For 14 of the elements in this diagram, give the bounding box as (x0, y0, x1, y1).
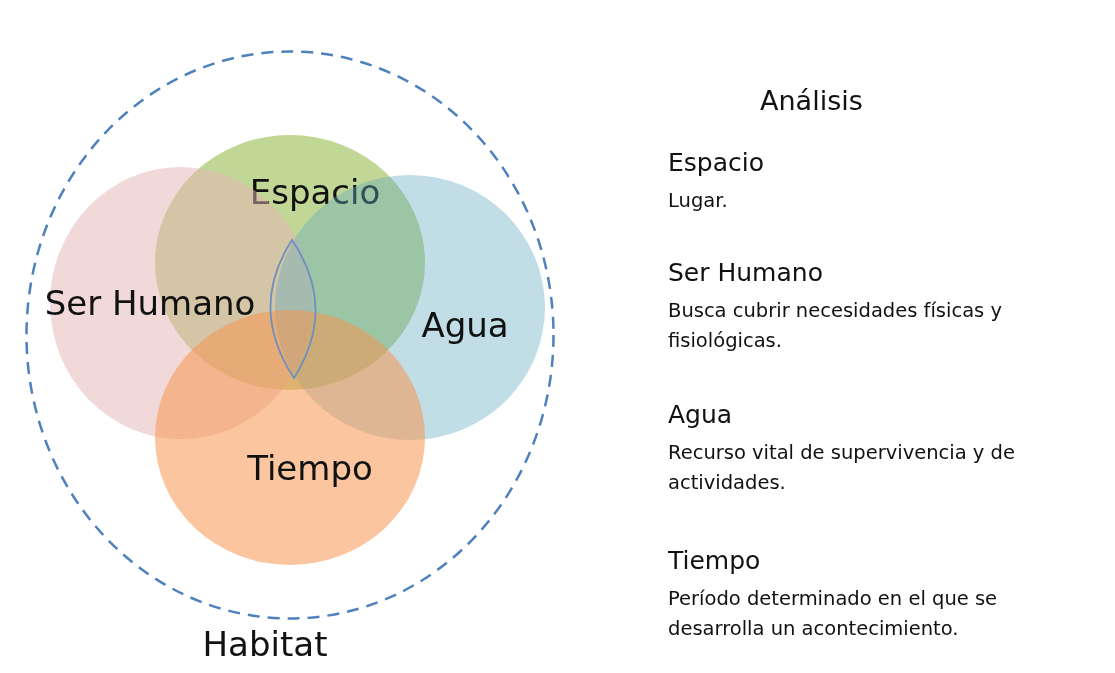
circle-label: Espacio (249, 172, 381, 212)
term-heading: Agua (668, 400, 733, 429)
term-heading: Tiempo (668, 546, 761, 575)
circle-label: Agua (421, 305, 509, 345)
definition-text: Lugar. (668, 188, 729, 214)
term-heading: Ser Humano (668, 258, 823, 287)
definition-text: Período determinado en el que se desarrolla un acontecimiento. (668, 586, 999, 642)
circle-label: Ser Humano (44, 283, 256, 323)
habitat-title: Habitat (202, 624, 328, 664)
definition-text: Recurso vital de supervivencia y de actividades. (668, 440, 1016, 496)
circle-label: Tiempo (247, 448, 373, 488)
section-title: Análisis (760, 85, 863, 116)
term-heading: Espacio (668, 148, 764, 177)
definition-text: Busca cubrir necesidades físicas y fisiológicas. (668, 298, 1003, 354)
